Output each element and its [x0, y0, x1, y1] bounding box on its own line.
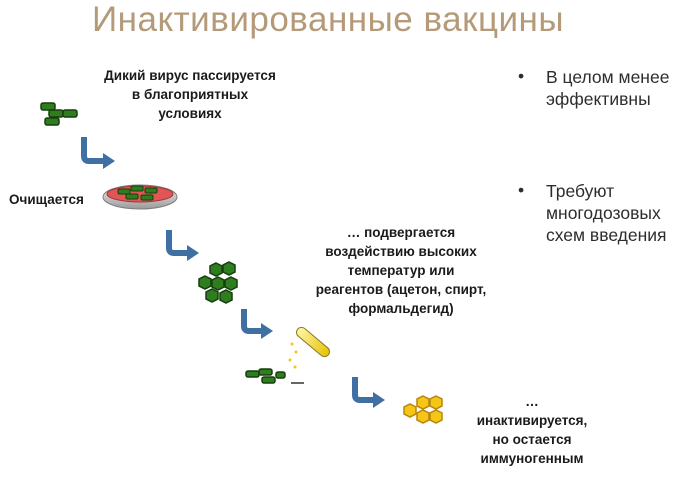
bullet-marker: •: [518, 66, 525, 86]
bullet-item-multidose: • Требуют многодозовых схем введения: [518, 180, 700, 246]
step-wild-virus-label: Дикий вирус пассируется в благоприятных …: [104, 68, 276, 121]
flow-arrow-icon: [81, 137, 115, 169]
treated-virus-icon: [245, 368, 304, 384]
petri-dish-icon: [102, 184, 178, 210]
purified-virus-icon: [198, 261, 238, 304]
step-treated-label: … подвергается воздействию высоких темпе…: [315, 225, 487, 316]
wild-virus-icon: [40, 102, 78, 126]
step-inactivated-label: … инактивируется, но остается иммуногенн…: [476, 394, 588, 466]
page-title: Инактивированные вакцины: [92, 0, 565, 39]
flow-arrow-icon: [241, 309, 273, 339]
bullet-item-less-effective: • В целом менее эффективны: [518, 66, 700, 110]
flow-arrow-icon: [166, 230, 199, 261]
bullet-text: Требуют многодозовых схем введения: [546, 181, 667, 245]
flow-arrow-icon: [352, 377, 385, 408]
bullet-marker: •: [518, 180, 525, 200]
bullet-text: В целом менее эффективны: [546, 67, 670, 109]
step-purified-label: Очищается: [9, 192, 84, 207]
inactivated-virus-icon: [403, 395, 443, 424]
test-tube-icon: [288, 326, 330, 369]
